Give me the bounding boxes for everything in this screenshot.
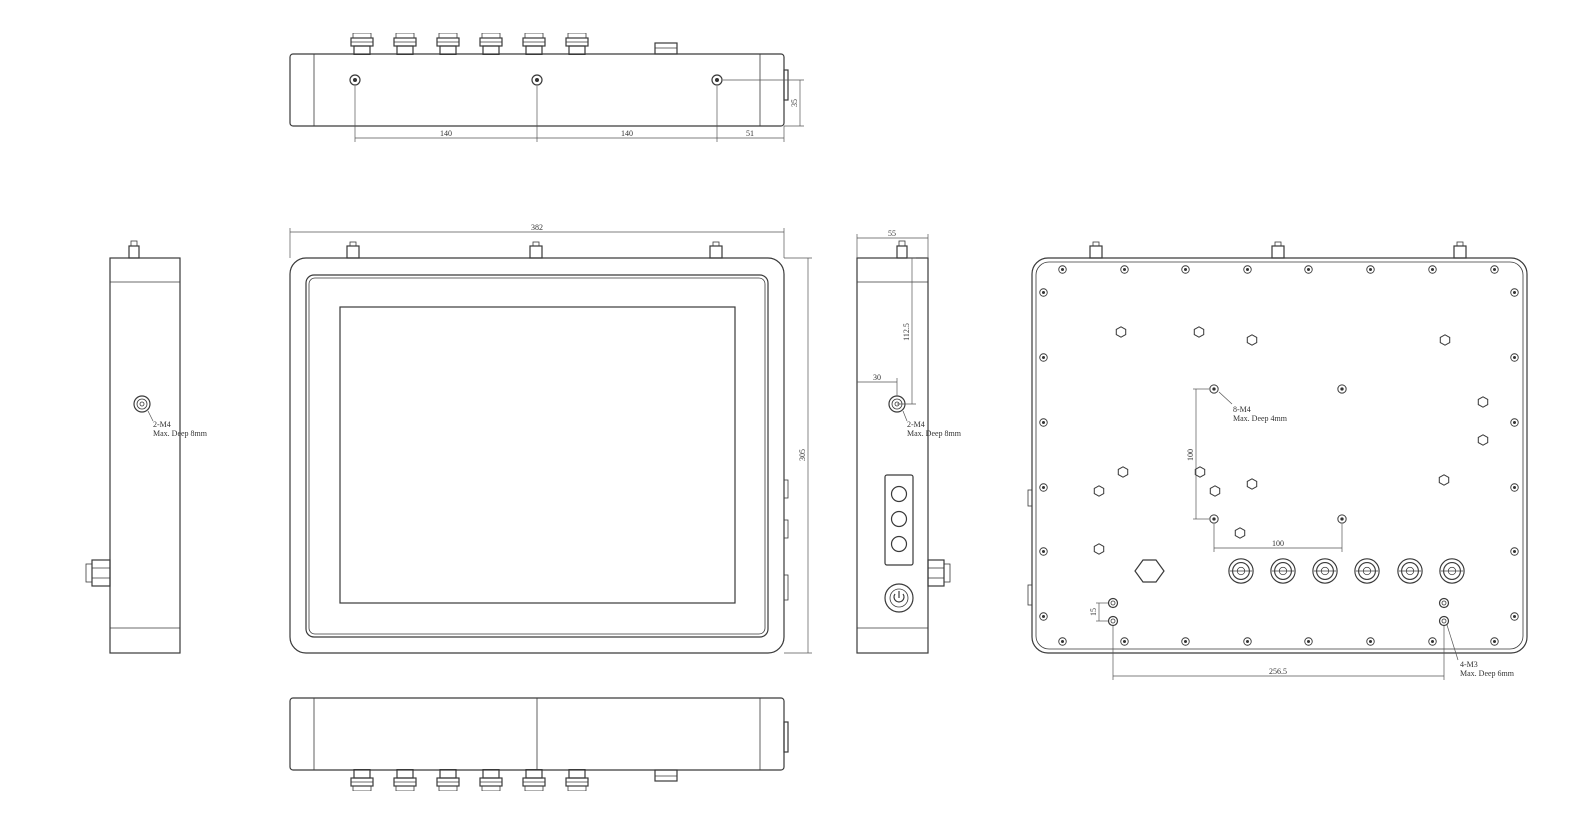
dim-right-depth: 55: [888, 229, 896, 238]
rear-vesa-holes: [1209, 384, 1347, 524]
front-bezel: [289, 257, 785, 654]
rear-m3-note-1: 4-M3: [1460, 660, 1478, 669]
right-side-note-2: Max. Deep 8mm: [907, 429, 962, 438]
rear-view: 100 100 8-M4 Max. Deep 4mm 256.5 15 4-M3…: [1027, 241, 1528, 680]
dim-rear-m3-vertical: 15: [1089, 608, 1098, 616]
top-view-connectors: [350, 33, 678, 55]
dim-rear-m3-horizontal: 256.5: [1269, 667, 1287, 676]
side-button-3: [890, 535, 908, 553]
rear-vesa-note-2: Max. Deep 4mm: [1233, 414, 1288, 423]
dim-right-hole-height: 112.5: [902, 323, 911, 341]
power-button: [884, 583, 914, 613]
left-side-view: 2-M4 Max. Deep 8mm: [85, 240, 208, 654]
dim-top-1: 140: [440, 129, 452, 138]
dim-rear-vesa-vertical: 100: [1186, 449, 1195, 461]
right-side-view: 2-M4 Max. Deep 8mm 55 112.5 30: [856, 229, 962, 654]
dim-top-2: 140: [621, 129, 633, 138]
dim-front-height: 305: [798, 449, 807, 461]
button-panel: [884, 474, 914, 566]
front-screen: [339, 306, 736, 604]
bottom-view-connectors: [350, 769, 678, 791]
rear-panel: [1031, 257, 1528, 654]
rear-vesa-note-1: 8-M4: [1233, 405, 1251, 414]
bottom-view: [289, 697, 789, 791]
rear-vent-plug: [1134, 559, 1165, 583]
rear-m3-note-2: Max. Deep 6mm: [1460, 669, 1515, 678]
dim-front-width: 382: [531, 223, 543, 232]
dim-rear-vesa-horizontal: 100: [1272, 539, 1284, 548]
side-button-2: [890, 510, 908, 528]
left-side-note-1: 2-M4: [153, 420, 171, 429]
top-view: 140 140 51 35: [289, 33, 804, 142]
right-side-note-1: 2-M4: [907, 420, 925, 429]
right-side-body: [856, 257, 929, 654]
dim-top-3: 51: [746, 129, 754, 138]
side-button-1: [890, 485, 908, 503]
left-side-note-2: Max. Deep 8mm: [153, 429, 208, 438]
rear-hex-nuts: [1093, 326, 1489, 555]
dim-right-hole-offset: 30: [873, 373, 881, 382]
dim-top-depth: 35: [790, 99, 799, 107]
power-icon: [893, 593, 905, 603]
rear-m12-connectors: [1228, 558, 1465, 584]
rear-perimeter-screws: [1039, 265, 1519, 646]
left-side-body: [109, 257, 181, 654]
front-view: 382 305: [289, 223, 812, 654]
